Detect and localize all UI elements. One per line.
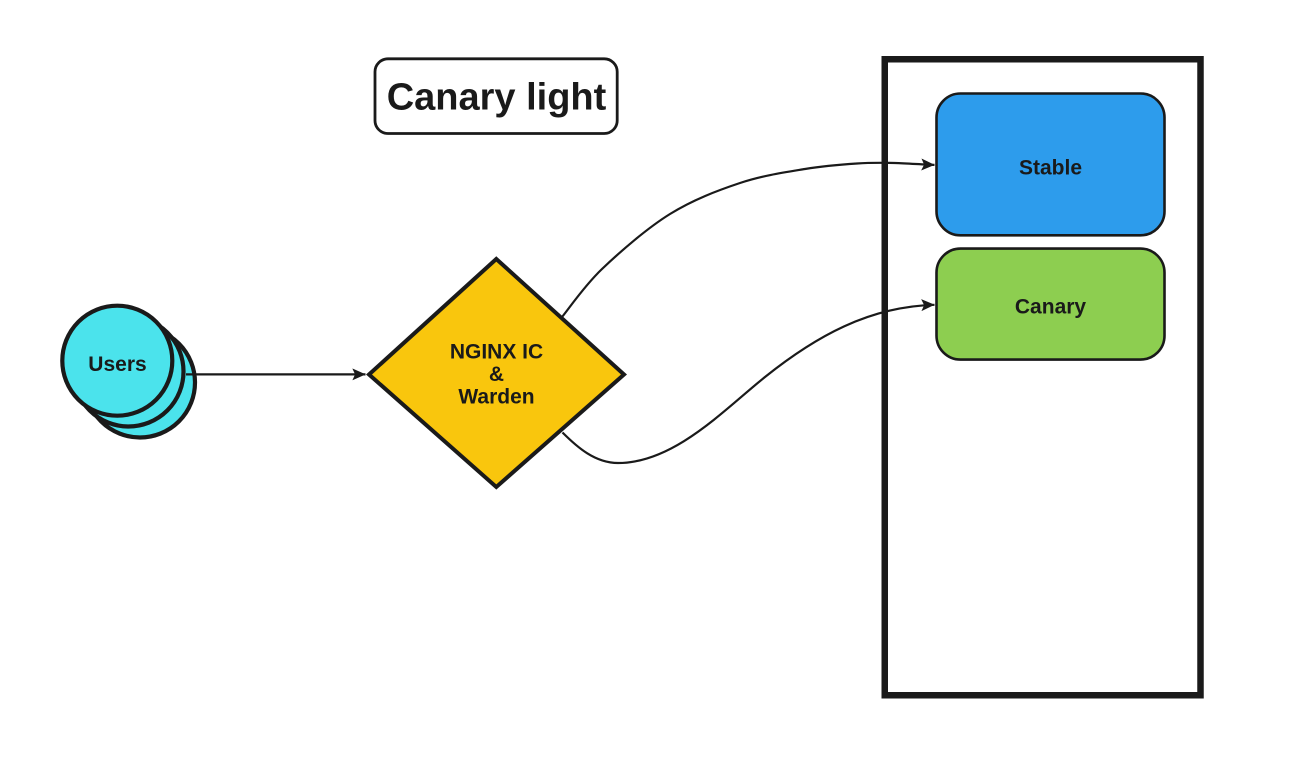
svg-text:Warden: Warden [458, 386, 534, 409]
svg-text:Stable: Stable [1019, 157, 1082, 180]
svg-text:Canary: Canary [1015, 296, 1087, 319]
svg-text:NGINX IC: NGINX IC [450, 341, 543, 364]
svg-text:&: & [489, 363, 504, 386]
svg-text:Canary light: Canary light [387, 77, 607, 119]
svg-text:Users: Users [88, 353, 146, 376]
